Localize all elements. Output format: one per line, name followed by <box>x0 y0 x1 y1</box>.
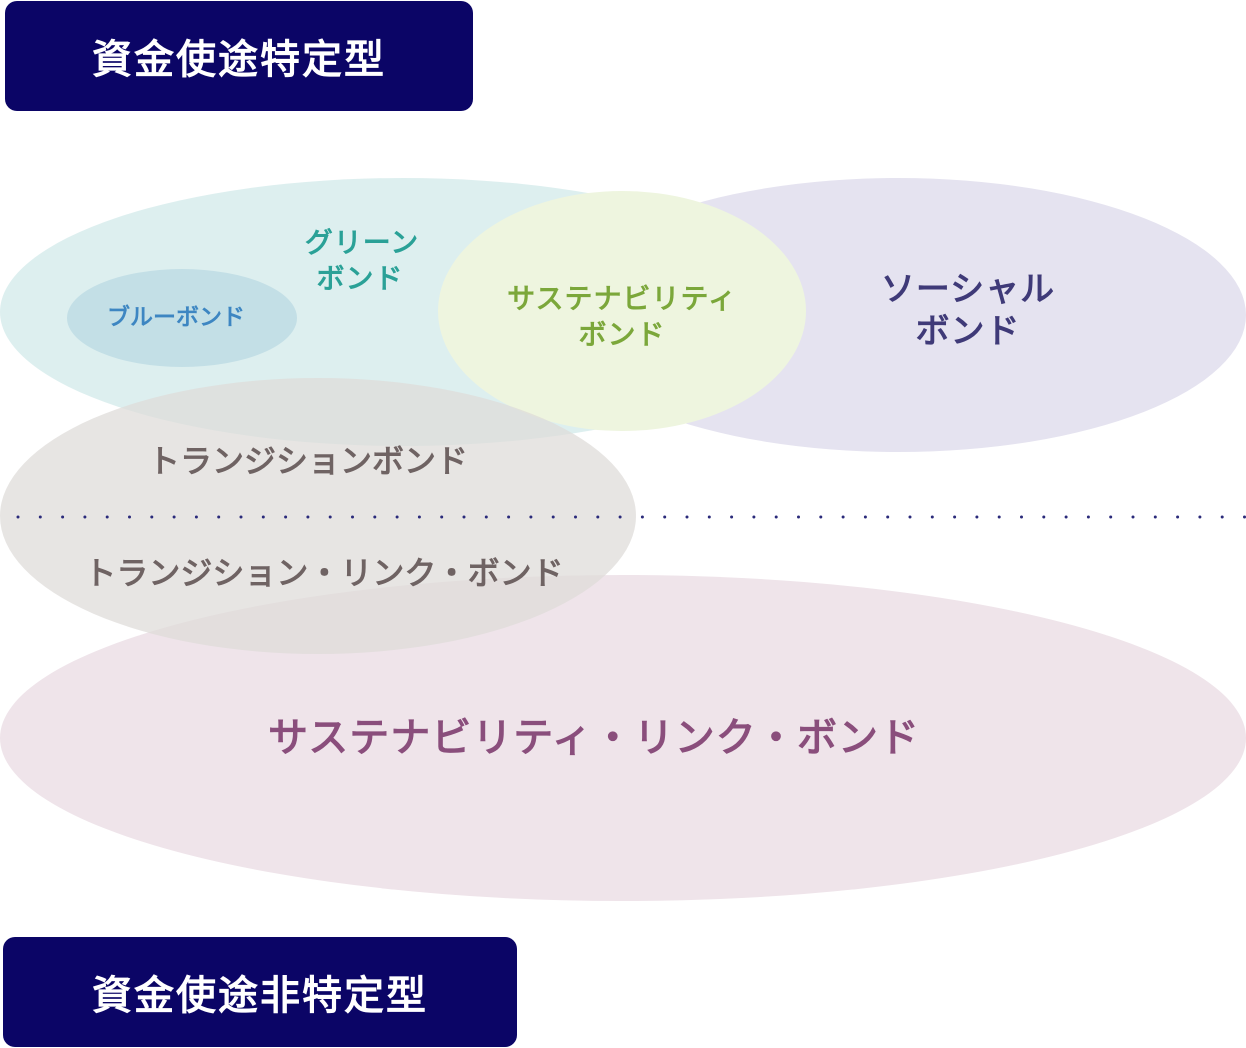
tag-general-purpose: 資金使途非特定型 <box>3 937 517 1047</box>
tag-use-of-proceeds: 資金使途特定型 <box>5 1 473 111</box>
ellipse-blue-bond <box>67 269 297 367</box>
label-sustainability-bond-line1: サステナビリティ <box>507 282 737 315</box>
label-social-bond-line1: ソーシャル <box>881 270 1055 310</box>
label-blue-bond: ブルーボンド <box>107 304 245 331</box>
ellipse-transition-bond <box>0 378 636 654</box>
label-transition-linked-bond: トランジション・リンク・ボンド <box>84 554 563 592</box>
label-sustainability-linked-bond: サステナビリティ・リンク・ボンド <box>268 715 920 761</box>
label-transition-bond: トランジションボンド <box>148 442 468 480</box>
label-sustainability-bond-line2: ボンド <box>578 318 665 351</box>
label-social-bond-line2: ボンド <box>916 312 1021 352</box>
label-green-bond-line1: グリーン <box>305 226 420 259</box>
ellipse-sustainability-bond <box>438 191 806 431</box>
ellipse-sustainability-linked-bond <box>0 575 1246 901</box>
label-green-bond-line2: ボンド <box>316 262 403 295</box>
